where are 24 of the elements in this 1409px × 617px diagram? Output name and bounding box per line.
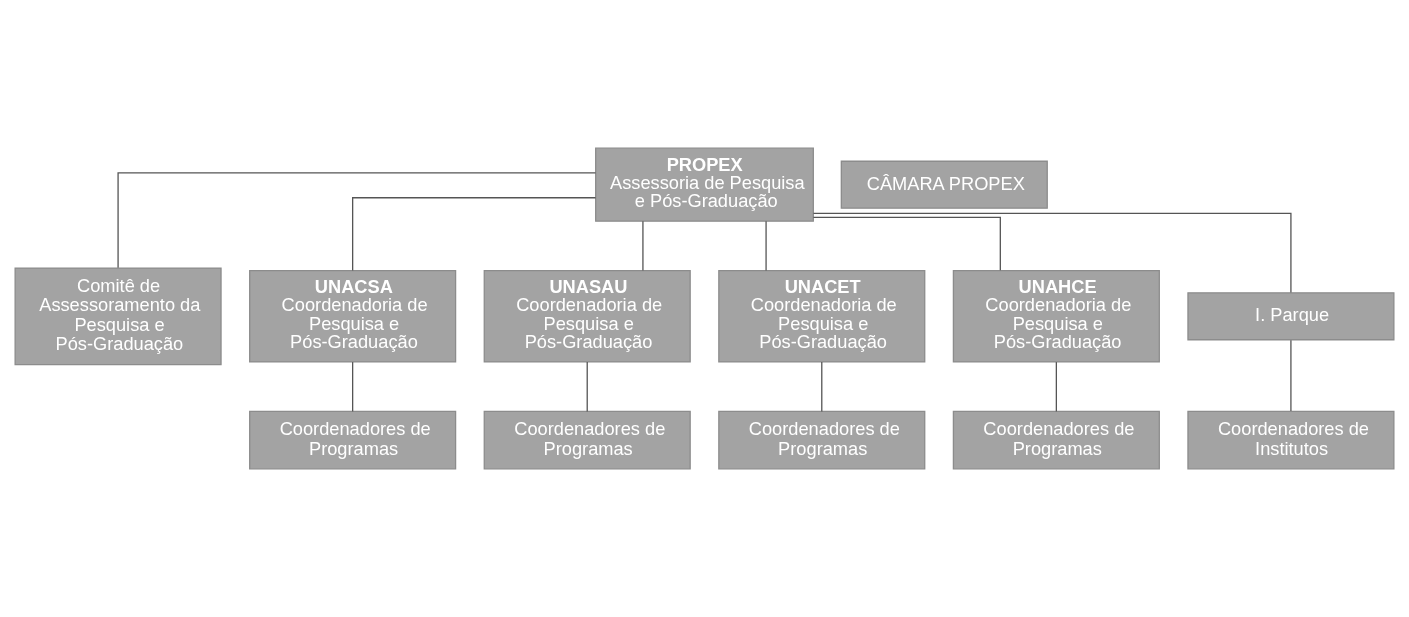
node-box: Coordenadores de Programas xyxy=(483,410,691,470)
connector xyxy=(821,361,823,413)
node-box: UNAHCE Coordenadoria de Pesquisa e Pós-Graduação xyxy=(952,270,1160,363)
node-box: UNASAU Coordenadoria de Pesquisa e Pós-Graduação xyxy=(483,270,691,363)
node-box: Coordenadores de Programas xyxy=(952,410,1160,470)
connector xyxy=(765,220,767,272)
node-box: Comitê de Assessoramento da Pesquisa e Pós-Graduação xyxy=(14,267,222,366)
connector xyxy=(1055,361,1057,413)
node-box: Coordenadores de Institutos xyxy=(1187,410,1395,470)
connector xyxy=(586,361,588,413)
node-box: CÂMARA PROPEX xyxy=(840,160,1048,209)
node-box: Coordenadores de Programas xyxy=(249,410,457,470)
node-box: PROPEX Assessoria de Pesquisa e Pós-Graduação xyxy=(595,147,814,222)
connector xyxy=(642,220,644,272)
node-box: Coordenadores de Programas xyxy=(718,410,926,470)
connector xyxy=(352,361,354,413)
node-box: UNACET Coordenadoria de Pesquisa e Pós-Graduação xyxy=(718,270,926,363)
connector xyxy=(117,172,597,269)
connector xyxy=(1290,339,1292,412)
node-box: UNACSA Coordenadoria de Pesquisa e Pós-Graduação xyxy=(249,270,457,363)
connector xyxy=(352,197,597,272)
node-box: I. Parque xyxy=(1187,292,1395,341)
connector xyxy=(812,212,1292,294)
connector xyxy=(812,216,1001,271)
